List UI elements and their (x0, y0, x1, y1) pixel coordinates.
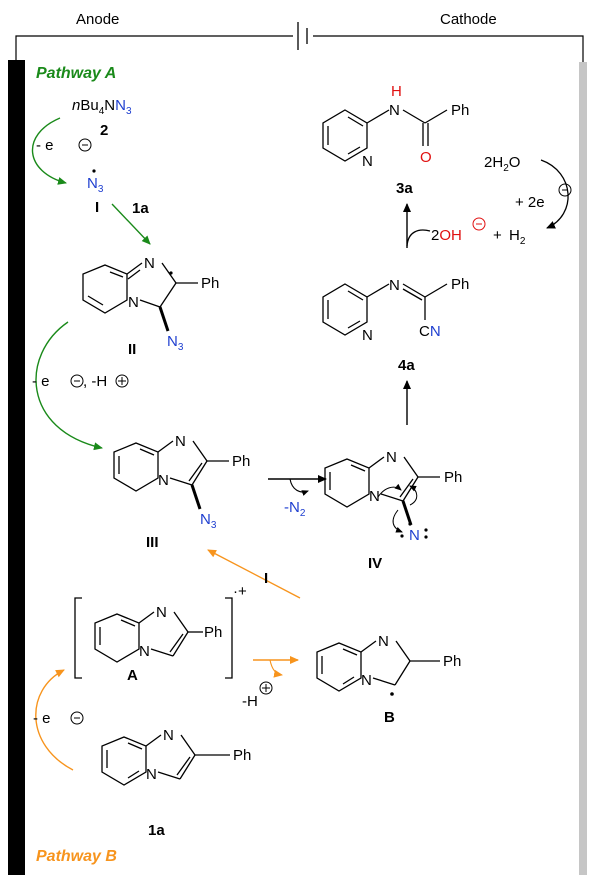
1a-ph: Ph (233, 747, 251, 764)
structure-1a (101, 734, 230, 786)
cathode-electrons: + 2e (515, 194, 545, 211)
deprot-a-text: -H (242, 693, 258, 710)
oxidation-arc-ii (35, 321, 103, 451)
structure-a (94, 611, 203, 663)
iv-arrow-2 (377, 483, 402, 498)
4a-label: 4a (398, 357, 415, 374)
a-bridge-n: N (139, 643, 150, 660)
reagent-1a-top: 1a (132, 200, 149, 217)
iii-bridge-n: N (158, 472, 169, 489)
reagent-number: 2 (100, 122, 108, 139)
1a-ring-n: N (163, 727, 174, 744)
iii-ring-n: N (175, 433, 186, 450)
electron-symbol (78, 138, 92, 152)
iv-label: IV (368, 555, 382, 572)
anode-label: Anode (76, 11, 119, 28)
4a-ring-n: N (362, 327, 373, 344)
3a-ph: Ph (451, 102, 469, 119)
a-charge: ·+ (233, 583, 247, 600)
arrow-b-to-iii (207, 549, 301, 599)
radical-i-label: I (264, 570, 268, 587)
a-ring-n: N (156, 604, 167, 621)
circuit-wire (15, 35, 584, 62)
b-label: B (384, 709, 395, 726)
ii-ring-n: N (144, 255, 155, 272)
cathode-arc (540, 159, 569, 229)
cathode-label: Cathode (440, 11, 497, 28)
ii-label: II (128, 341, 136, 358)
bracket-right (225, 597, 233, 679)
b-bridge-n: N (361, 672, 372, 689)
ii-bridge-n: N (128, 294, 139, 311)
ii-ph: Ph (201, 275, 219, 292)
water-formula: 2H2O (484, 154, 520, 174)
n2-loss-arc (289, 478, 309, 496)
oxidation-a-text: - e (36, 137, 54, 154)
3a-nh-h: H (391, 83, 402, 100)
anode-electrode (8, 60, 25, 875)
structure-iv (324, 456, 440, 526)
b-ph: Ph (443, 653, 461, 670)
structure-b (316, 640, 440, 692)
a-ph: Ph (204, 624, 222, 641)
reagent-formula: nBu4NN3 (72, 97, 132, 117)
4a-imine-n: N (389, 277, 400, 294)
ii-azide: N3 (167, 333, 184, 353)
oxidation-arc-a (31, 117, 67, 185)
3a-ring-n: N (362, 153, 373, 170)
oxidation-ii-text: - e (32, 373, 50, 390)
pathway-a-label: Pathway A (36, 65, 116, 82)
iv-ring-n: N (386, 449, 397, 466)
azide-radical: N3 (87, 175, 104, 195)
deprot-arc (269, 659, 283, 678)
iv-arrow-1 (392, 509, 403, 533)
arrow-i-to-ii (111, 203, 151, 245)
cathode-electrode (579, 62, 587, 875)
hydrogen: H2 (509, 227, 526, 247)
iii-ph: Ph (232, 453, 250, 470)
pathway-b-label: Pathway B (36, 848, 117, 865)
azide-radical-label: I (95, 199, 99, 216)
iii-azide: N3 (200, 511, 217, 531)
minus-n2: -N2 (284, 499, 306, 519)
4a-cn: CN (419, 323, 441, 340)
b-ring-n: N (378, 633, 389, 650)
hydroxide-arc (406, 229, 431, 247)
radical-dot (92, 169, 96, 173)
iv-nitrene: N (409, 527, 420, 544)
structure-3a (322, 109, 448, 162)
hydroxide: 2OH (431, 227, 462, 244)
4a-ph: Ph (451, 276, 469, 293)
iii-label: III (146, 534, 159, 551)
1a-bridge-n: N (146, 766, 157, 783)
cathode-plus: + (493, 227, 502, 244)
oxidation-b-text: - e (33, 710, 51, 727)
iv-ph: Ph (444, 469, 462, 486)
iv-arrow-3 (409, 485, 418, 506)
deprot-ii-text: , -H (83, 373, 107, 390)
3a-nh-n: N (389, 102, 400, 119)
iv-bridge-n: N (369, 488, 380, 505)
1a-label: 1a (148, 822, 165, 839)
structure-4a (322, 283, 448, 336)
structure-ii (82, 262, 198, 332)
oxidation-arc-b (35, 669, 74, 771)
bracket-left (74, 597, 82, 679)
3a-oxygen: O (420, 149, 432, 166)
a-label: A (127, 667, 138, 684)
3a-label: 3a (396, 180, 413, 197)
structure-iii (113, 440, 229, 510)
